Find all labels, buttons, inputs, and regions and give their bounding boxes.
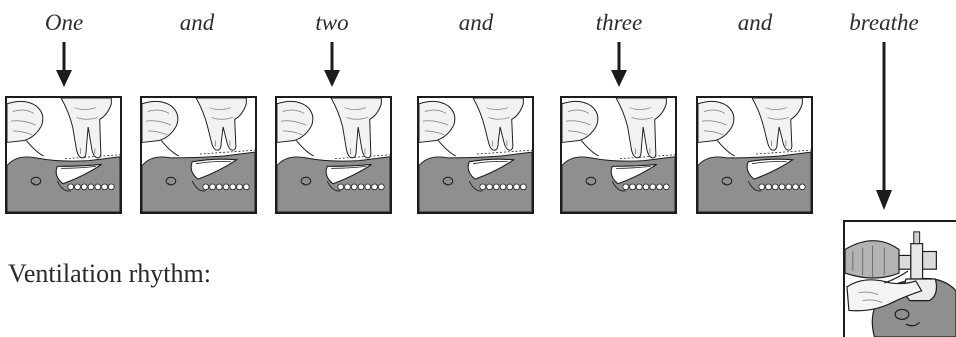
infant-chest-release-icon bbox=[142, 98, 255, 212]
count-label-and-1: and bbox=[179, 10, 215, 35]
count-label-three: three bbox=[595, 10, 643, 35]
compression-panel-6 bbox=[696, 96, 813, 214]
down-arrow-icon bbox=[324, 42, 340, 87]
compression-panel-2 bbox=[140, 96, 257, 214]
infant-chest-release-icon bbox=[419, 98, 532, 212]
compression-panel-5 bbox=[560, 96, 677, 214]
caption-ventilation-rhythm: Ventilation rhythm: bbox=[8, 259, 211, 288]
count-label-and-3: and bbox=[737, 10, 773, 35]
infant-chest-compression-icon bbox=[7, 98, 120, 212]
count-label-one: One bbox=[44, 10, 84, 35]
compression-panel-1 bbox=[5, 96, 122, 214]
breathe-panel bbox=[843, 220, 956, 337]
down-arrow-icon bbox=[611, 42, 627, 87]
down-arrow-icon bbox=[56, 42, 72, 87]
count-label-and-2: and bbox=[458, 10, 494, 35]
compression-panel-4 bbox=[417, 96, 534, 214]
infant-chest-compression-icon bbox=[562, 98, 675, 212]
bag-mask-ventilation-icon bbox=[845, 231, 956, 337]
count-label-two: two bbox=[315, 10, 349, 35]
down-arrow-icon bbox=[876, 42, 892, 210]
infant-chest-release-icon bbox=[698, 98, 811, 212]
infant-chest-compression-icon bbox=[277, 98, 390, 212]
compression-panel-3 bbox=[275, 96, 392, 214]
count-label-breathe: breathe bbox=[849, 10, 919, 35]
